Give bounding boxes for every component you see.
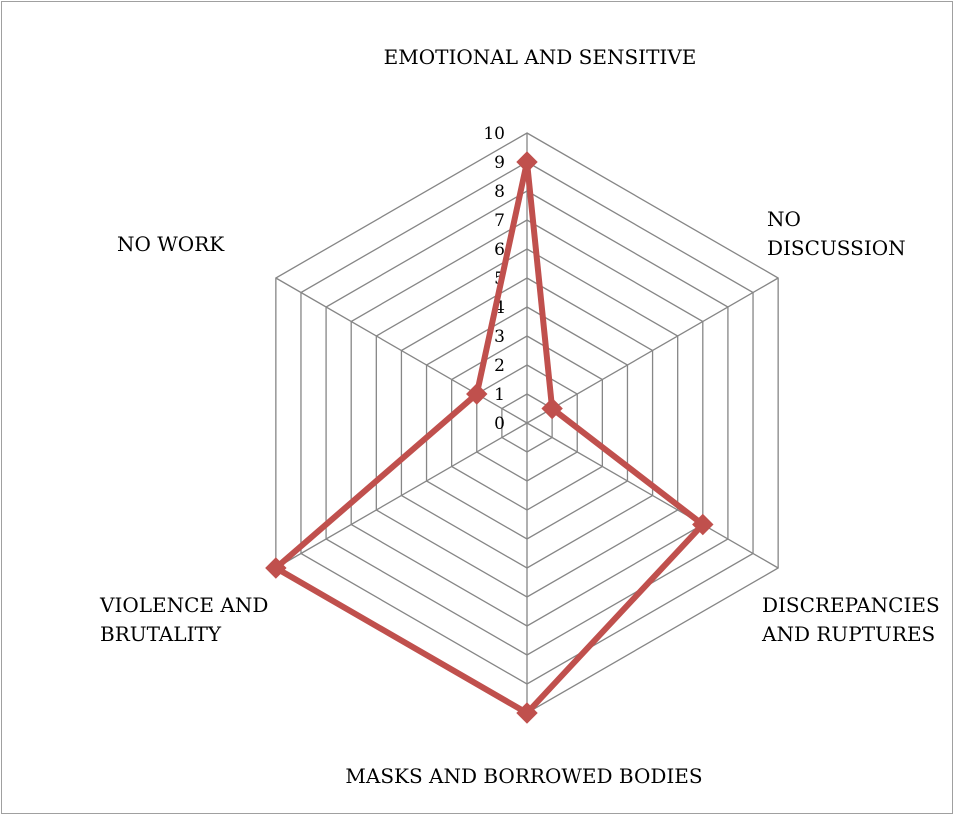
tick-label: 9 (494, 153, 505, 173)
axis-spoke (526, 422, 779, 569)
data-point-marker (692, 513, 714, 536)
category-label: AND RUPTURES (761, 622, 935, 646)
tick-label: 0 (494, 414, 505, 434)
category-label: MASKS AND BORROWED BODIES (345, 764, 702, 788)
series-layer (265, 151, 714, 724)
tick-label: 2 (494, 356, 505, 376)
tick-label: 10 (483, 124, 505, 144)
tick-label: 7 (494, 211, 505, 231)
category-label: DISCUSSION (767, 236, 906, 260)
axis-spoke (526, 277, 779, 424)
category-label: NO WORK (117, 232, 225, 256)
data-point-marker (516, 151, 538, 173)
axis-spoke (275, 277, 528, 424)
data-point-marker (516, 702, 538, 724)
category-label: VIOLENCE AND (99, 593, 268, 617)
spoke-layer (275, 133, 779, 713)
data-point-marker (466, 383, 488, 405)
axis-labels: EMOTIONAL AND SENSITIVE NO DISCUSSION DISCR… (99, 45, 940, 788)
axis-spoke (275, 422, 528, 569)
tick-label: 3 (494, 327, 505, 347)
tick-label: 6 (494, 240, 505, 260)
category-label: NO (767, 207, 801, 231)
tick-label: 1 (494, 385, 505, 405)
data-point-marker (541, 397, 563, 420)
data-point-marker (265, 557, 287, 579)
category-label: BRUTALITY (100, 622, 222, 646)
category-label: EMOTIONAL AND SENSITIVE (384, 45, 697, 69)
tick-label: 8 (494, 182, 505, 202)
tick-label: 4 (494, 298, 505, 318)
series-line (270, 161, 708, 717)
category-label: DISCREPANCIES (762, 593, 940, 617)
